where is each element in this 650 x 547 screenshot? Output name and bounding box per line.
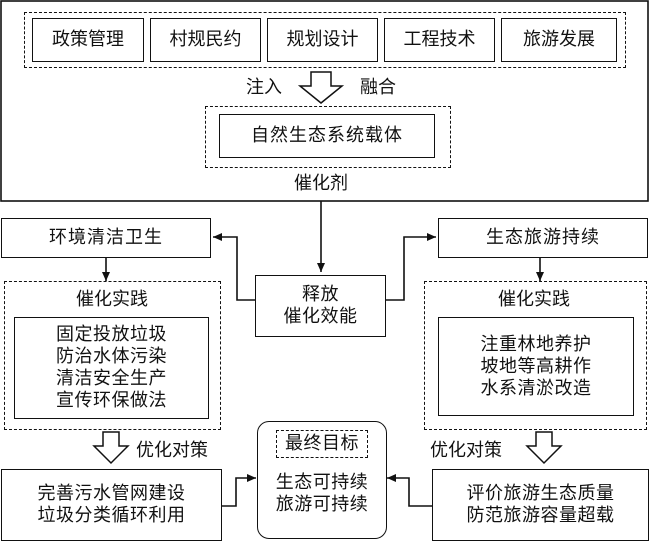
left-measure-item: 完善污水管网建设 xyxy=(37,483,186,504)
right-title-box: 生态旅游持续 xyxy=(438,218,648,258)
left-measures-box: 完善污水管网建设 垃圾分类循环利用 xyxy=(1,469,222,541)
fields-group-frame xyxy=(24,12,626,68)
goal-item: 生态可持续 xyxy=(275,472,369,493)
left-practice-item: 宣传环保做法 xyxy=(56,390,167,411)
inject-hollow-arrow xyxy=(297,71,345,104)
goal-title-frame: 最终目标 xyxy=(276,430,368,458)
goal-box: 最终目标 生态可持续 旅游可持续 xyxy=(257,421,387,539)
right-optimize-hollow-arrow xyxy=(525,431,563,465)
left-title-box: 环境清洁卫生 xyxy=(1,218,211,258)
release-to-left-line xyxy=(213,233,256,301)
right-measure-item: 评价旅游生态质量 xyxy=(466,483,615,504)
release-efficacy-box: 释放 催化效能 xyxy=(255,275,386,337)
right-practice-frame xyxy=(424,281,647,430)
left-optimize-label: 优化对策 xyxy=(136,440,208,461)
right-optimize-label: 优化对策 xyxy=(430,440,502,461)
field-engineering-tech: 工程技术 xyxy=(384,18,495,62)
left-practice-box: 固定投放垃圾 防治水体污染 清洁安全生产 宣传环保做法 xyxy=(14,317,209,419)
left-practice-frame xyxy=(4,281,221,430)
right-measure-item: 防范旅游容量超载 xyxy=(466,505,615,526)
left-measures-to-goal-line xyxy=(222,474,256,507)
right-measures-box: 评价旅游生态质量 防范旅游容量超载 xyxy=(432,469,649,541)
field-village-rules: 村规民约 xyxy=(150,18,261,62)
field-policy-management: 政策管理 xyxy=(32,18,144,62)
right-practice-item: 注重林地养护 xyxy=(480,333,592,355)
goal-item: 旅游可持续 xyxy=(275,494,369,515)
left-practice-item: 防治水体污染 xyxy=(56,346,167,367)
inject-label: 注入 xyxy=(246,77,282,98)
release-line-2: 催化效能 xyxy=(283,306,358,327)
right-practice-box: 注重林地养护 坡地等高耕作 水系清淤改造 xyxy=(438,317,634,416)
release-to-right-line xyxy=(386,233,436,301)
right-practice-item: 坡地等高耕作 xyxy=(480,355,592,377)
left-practice-title: 催化实践 xyxy=(76,289,148,310)
left-practice-item: 清洁安全生产 xyxy=(56,368,167,389)
catalyst-label: 催化剂 xyxy=(294,173,348,194)
goal-title: 最终目标 xyxy=(285,433,359,454)
carrier-frame xyxy=(205,106,451,168)
left-practice-item: 固定投放垃圾 xyxy=(56,324,167,345)
right-practice-item: 水系清淤改造 xyxy=(480,377,592,399)
top-panel-frame xyxy=(0,0,649,202)
carrier-box: 自然生态系统载体 xyxy=(219,114,435,158)
fusion-label: 融合 xyxy=(360,77,396,98)
right-measures-to-goal-line xyxy=(387,474,432,507)
field-planning-design: 规划设计 xyxy=(267,18,378,62)
right-practice-title: 催化实践 xyxy=(498,289,570,310)
field-tourism-development: 旅游发展 xyxy=(501,18,617,62)
left-measure-item: 垃圾分类循环利用 xyxy=(37,505,186,526)
release-line-1: 释放 xyxy=(302,284,339,305)
left-optimize-hollow-arrow xyxy=(92,431,130,465)
